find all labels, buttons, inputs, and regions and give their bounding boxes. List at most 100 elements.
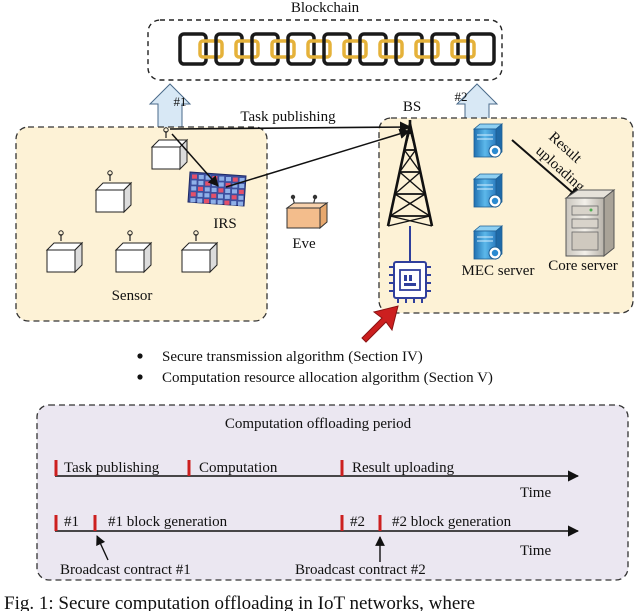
irs-element <box>238 201 243 206</box>
irs-element <box>191 180 197 185</box>
figure-caption: Fig. 1: Secure computation offloading in… <box>4 593 475 611</box>
timeline-2-ticks <box>54 515 382 531</box>
sensor-label: Sensor <box>112 288 153 304</box>
irs-label: IRS <box>213 216 236 232</box>
task-publishing-label: Task publishing <box>240 109 336 125</box>
block-5 <box>322 32 352 66</box>
timeline-1-ticks <box>54 460 344 476</box>
mec-server-icon <box>472 225 504 260</box>
block-7 <box>394 32 424 66</box>
chain-link <box>234 39 260 59</box>
mec-server-icon <box>472 173 504 208</box>
bullet-2: Computation resource allocation algorith… <box>162 370 493 386</box>
irs-element <box>225 188 231 193</box>
irs-element <box>205 181 211 186</box>
timeline-2-segment-2: #1 block generation <box>108 514 228 530</box>
irs-element <box>217 200 223 205</box>
block-9 <box>466 32 496 66</box>
irs-element <box>190 198 196 203</box>
block-2 <box>214 32 244 66</box>
bullet-dot-2 <box>137 374 143 380</box>
irs-reflect-arrow <box>225 128 411 188</box>
irs-element <box>224 200 230 205</box>
irs-element <box>232 183 238 188</box>
irs-element <box>226 177 231 182</box>
broadcast-arrow-1 <box>96 535 109 561</box>
chain-link <box>342 39 368 59</box>
irs-panel <box>187 171 247 207</box>
task-publishing-arrow <box>169 121 412 133</box>
period-panel <box>36 404 629 581</box>
broadcast-contract-1: Broadcast contract #1 <box>60 562 191 578</box>
irs-element <box>225 182 231 188</box>
chain-link <box>270 39 296 59</box>
bullet-dot-1 <box>137 353 143 359</box>
sensor-device <box>114 230 153 274</box>
core-server-icon <box>564 188 616 258</box>
bs-label: BS <box>403 99 421 115</box>
irs-element <box>218 182 224 187</box>
blockchain-box <box>147 19 503 81</box>
mec-server-icon <box>472 123 504 158</box>
irs-element <box>232 177 238 182</box>
irs-element <box>231 201 237 206</box>
irs-element <box>218 194 223 199</box>
irs-element <box>198 186 203 191</box>
mec-chip-icon <box>389 226 431 303</box>
block-3 <box>250 32 280 66</box>
core-server-label: Core server <box>548 258 618 274</box>
irs-element <box>219 176 225 181</box>
irs-element <box>210 199 216 204</box>
irs-element <box>198 175 204 180</box>
irs-element <box>192 174 197 179</box>
irs-element <box>239 178 245 183</box>
timeline-2-segment-3: #2 <box>350 514 365 530</box>
bullet-1: Secure transmission algorithm (Section I… <box>162 349 423 365</box>
timeline-2-segment-4: #2 block generation <box>392 514 512 530</box>
period-title: Computation offloading period <box>225 416 412 432</box>
irs-element <box>197 192 203 197</box>
block-4 <box>286 32 316 66</box>
eve-device <box>285 194 329 230</box>
block-6 <box>358 32 388 66</box>
timeline-2-time-label: Time <box>520 543 551 559</box>
timeline-1-segment-3: Result uploading <box>352 460 455 476</box>
chain-link <box>450 39 476 59</box>
bs-tower <box>386 120 434 227</box>
irs-element <box>197 198 203 203</box>
irs-element <box>238 189 244 194</box>
irs-element <box>238 195 244 200</box>
upload-arrow-1 <box>148 83 192 130</box>
blockchain-chain <box>178 32 496 66</box>
sensor-device <box>94 170 133 214</box>
irs-element <box>198 180 204 186</box>
irs-element <box>232 189 237 194</box>
chain-link <box>306 39 332 59</box>
chain-link <box>414 39 440 59</box>
eve-label: Eve <box>292 236 316 252</box>
irs-element <box>231 195 237 200</box>
sensor-device <box>45 230 84 274</box>
irs-element <box>204 199 209 204</box>
edge-panel <box>378 117 634 314</box>
badge-2: #2 <box>455 89 468 104</box>
irs-element <box>204 187 210 192</box>
timeline-1-time-label: Time <box>520 485 551 501</box>
block-1 <box>178 32 208 66</box>
irs-element <box>191 186 197 191</box>
timeline-2-segment-1: #1 <box>64 514 79 530</box>
broadcast-contract-2: Broadcast contract #2 <box>295 562 426 578</box>
irs-element <box>224 194 230 199</box>
mec-server-label: MEC server <box>462 263 535 279</box>
timeline-1-segment-1: Task publishing <box>64 460 160 476</box>
sensor-device <box>180 230 219 274</box>
chain-link <box>378 39 404 59</box>
mec-server-group <box>472 123 504 260</box>
badge-1: #1 <box>174 94 187 109</box>
focus-pointer-arrow <box>361 305 399 343</box>
chain-link <box>198 39 224 59</box>
result-uploading-arrow <box>511 139 583 201</box>
irs-element <box>211 193 217 198</box>
